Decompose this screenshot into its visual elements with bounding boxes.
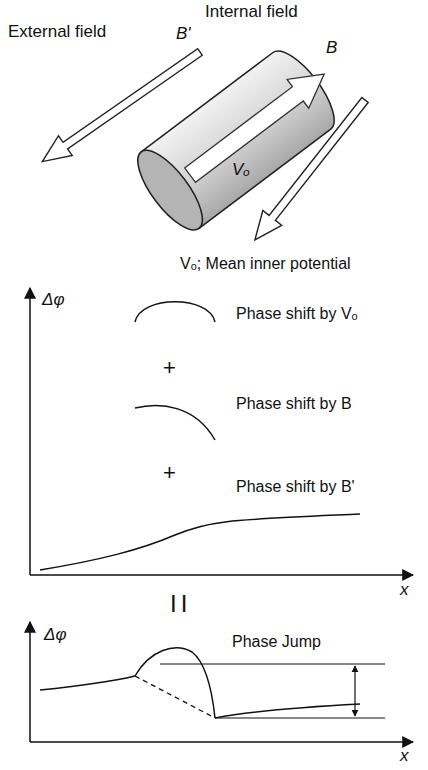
y-axis [29, 288, 31, 575]
field-symbol: B [326, 38, 337, 58]
curve-label: Phase shift by B' [236, 478, 355, 496]
curve-label: Phase Jump [232, 633, 321, 651]
phase-curve [135, 302, 215, 322]
level-line [215, 718, 385, 719]
axis-label: x [400, 746, 409, 766]
curve-label: Phase shift by B [236, 395, 352, 413]
phase-curve [40, 514, 360, 570]
phase-curve [135, 406, 215, 440]
field-symbol: B' [176, 24, 191, 44]
curve-label: Phase shift by Vₒ [236, 305, 358, 323]
axis-label: x [400, 580, 409, 600]
phase-curve [135, 648, 215, 718]
field-label: External field [8, 22, 106, 42]
legend-note: Vₒ; Mean inner potential [180, 255, 351, 273]
axis-label: Δφ [42, 290, 65, 310]
plus-sign: + [163, 460, 176, 485]
plus-sign: + [163, 355, 176, 380]
dashed-baseline [135, 676, 215, 718]
potential-symbol: Vₒ [232, 160, 250, 180]
y-axis [29, 622, 31, 742]
level-line [160, 664, 385, 665]
equals-sign: II [170, 590, 191, 618]
phase-curve [40, 676, 135, 690]
x-axis [30, 741, 413, 743]
phase-curve [215, 704, 360, 718]
cylinder-specimen [127, 36, 353, 240]
field-label: Internal field [205, 2, 298, 22]
x-axis [30, 574, 413, 576]
jump-arrow [354, 666, 355, 716]
axis-label: Δφ [44, 625, 67, 645]
